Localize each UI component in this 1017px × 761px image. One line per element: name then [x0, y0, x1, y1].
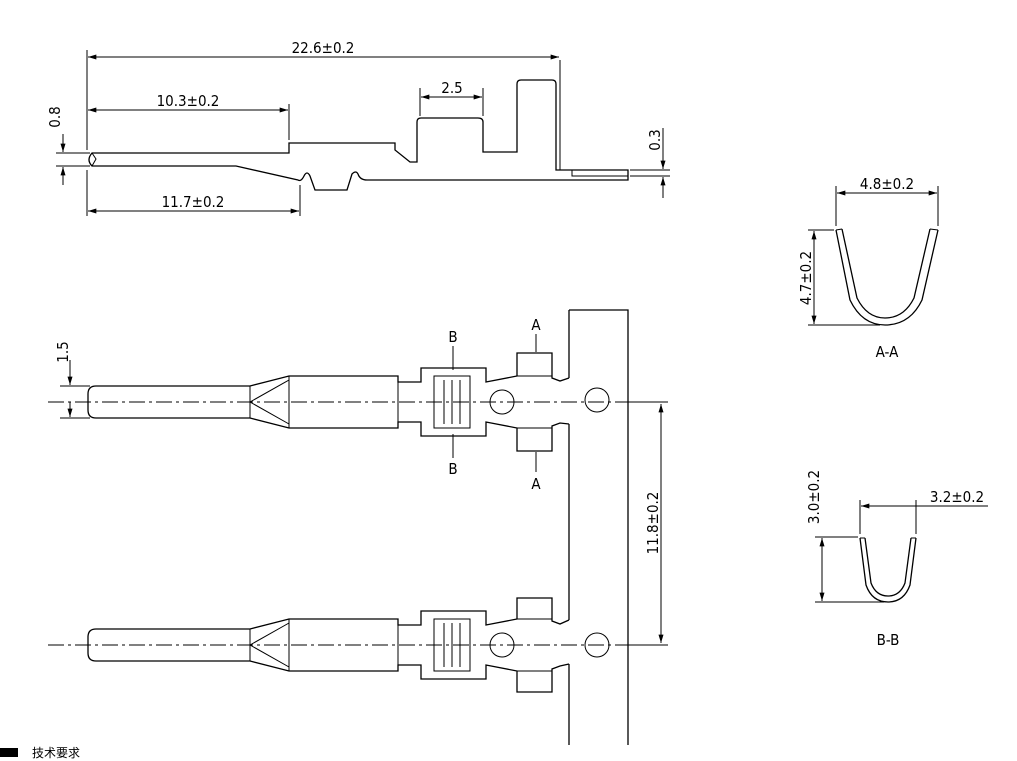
bb-height-dim: 3.0±0.2 — [805, 470, 823, 524]
aa-height-dim: 4.7±0.2 — [797, 251, 815, 305]
side-view-outline — [88, 79, 629, 191]
bb-width-dim: 3.2±0.2 — [930, 488, 984, 506]
dim-length-11-7: 11.7±0.2 — [162, 193, 225, 211]
section-aa: 4.8±0.2 4.7±0.2 A-A — [797, 175, 939, 361]
dim-overall-length: 22.6±0.2 — [292, 39, 355, 57]
marker-b-bottom: B — [448, 460, 457, 478]
dim-thickness-0-8: 0.8 — [46, 106, 64, 127]
carrier-strip — [568, 309, 629, 745]
marker-a-bottom: A — [531, 475, 541, 493]
footer-marker — [0, 748, 18, 757]
aa-section-title: A-A — [876, 343, 899, 361]
side-view: 22.6±0.2 10.3±0.2 11.7±0.2 2.5 0.8 0.3 — [46, 39, 670, 216]
dim-length-10-3: 10.3±0.2 — [157, 92, 220, 110]
top-view: B B A A 1.5 11.8±0.2 — [48, 309, 668, 745]
terminal-upper — [87, 352, 570, 452]
terminal-lower — [87, 597, 570, 693]
aa-width-dim: 4.8±0.2 — [860, 175, 914, 193]
pilot-hole-upper — [584, 387, 610, 413]
dim-tab-0-3: 0.3 — [646, 129, 664, 150]
marker-a-top: A — [531, 316, 541, 334]
footer-text: 技术要求 — [32, 746, 81, 760]
bb-section-title: B-B — [877, 631, 900, 649]
marker-b-top: B — [448, 328, 457, 346]
dim-width-2-5: 2.5 — [441, 79, 462, 97]
dim-pitch: 11.8±0.2 — [644, 492, 662, 555]
section-bb: 3.2±0.2 3.0±0.2 B-B — [805, 470, 988, 649]
dim-pin-1-5: 1.5 — [54, 341, 72, 362]
